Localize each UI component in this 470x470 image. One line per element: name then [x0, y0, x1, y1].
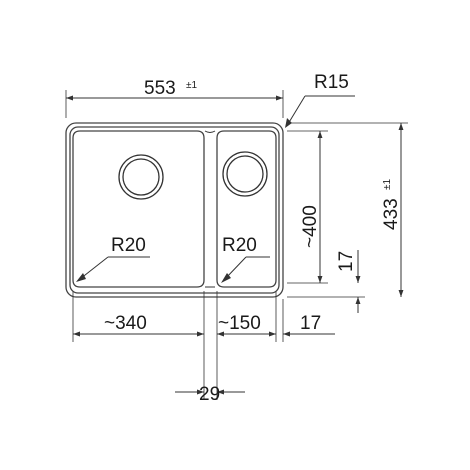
small-bowl-width-label: ~150 [218, 313, 261, 334]
large-bowl-radius-label: R20 [111, 235, 146, 256]
small-bowl-radius-callout: R20 [221, 235, 270, 283]
overall-width-dimension: 553 ±1 [65, 78, 284, 118]
sink-inner-rim [69, 126, 280, 294]
overall-width-label: 553 [144, 78, 176, 99]
bottom-width-dimensions: ~340 ~150 17 [72, 291, 335, 400]
bottom-margin-vertical-label: 17 [336, 251, 357, 272]
divider-width-label: 29 [199, 384, 220, 405]
bowl-height-dimension: ~400 [287, 130, 328, 284]
overall-height-dimension: 433 ±1 [287, 122, 408, 297]
corner-radius-callout: R15 [285, 72, 355, 128]
small-bowl-drain [222, 151, 268, 197]
overall-height-label: 433 [381, 198, 402, 230]
overall-height-tolerance: ±1 [382, 179, 393, 190]
bottom-margin-vertical-dimension: 17 [287, 250, 365, 313]
overall-width-tolerance: ±1 [186, 80, 197, 91]
large-bowl-radius-callout: R20 [76, 235, 150, 282]
corner-radius-label: R15 [314, 72, 349, 93]
bowl-height-label: ~400 [300, 205, 321, 248]
divider-ridge [204, 130, 216, 133]
small-bowl-radius-label: R20 [222, 235, 257, 256]
right-margin-label: 17 [300, 313, 321, 334]
large-bowl-drain [118, 154, 164, 200]
large-bowl-outline [72, 130, 205, 288]
large-bowl-width-label: ~340 [104, 313, 147, 334]
divider-width-dimension: 29 [175, 384, 245, 405]
small-bowl-outline [216, 130, 277, 288]
sink-outer-rim [65, 122, 284, 298]
